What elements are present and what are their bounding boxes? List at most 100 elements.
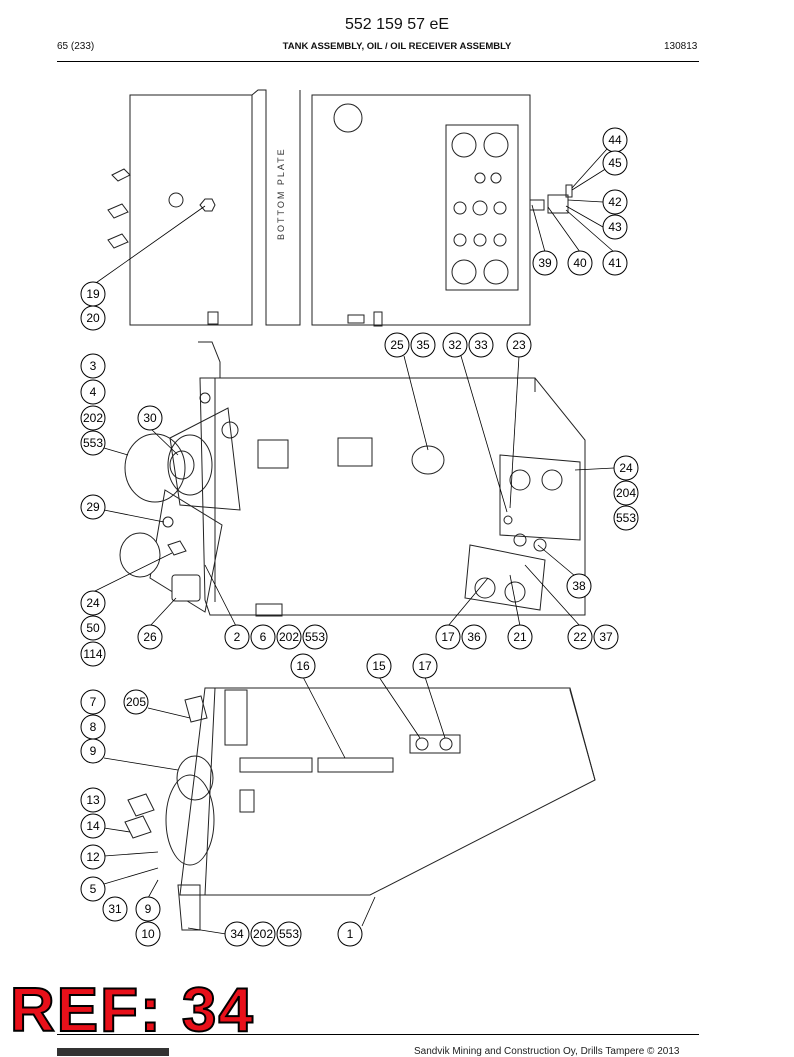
document-number: 552 159 57 eE [344,16,450,33]
svg-text:5: 5 [90,882,97,896]
callout: 17 [435,624,461,650]
svg-text:1: 1 [347,927,354,941]
date-code: 130813 [664,41,698,52]
callout: 30 [137,405,163,431]
callout: 12 [80,844,106,870]
svg-text:33: 33 [474,338,488,352]
svg-text:21: 21 [513,630,527,644]
callout: 37 [593,624,619,650]
svg-text:45: 45 [608,156,622,170]
svg-text:36: 36 [467,630,481,644]
svg-text:23: 23 [512,338,526,352]
oil-receiver-view [124,687,596,931]
svg-text:38: 38 [572,579,586,593]
svg-text:24: 24 [86,596,100,610]
page-number: 65 (233) [57,41,95,52]
callout: 42 [602,189,628,215]
callout: 2 [224,624,250,650]
callout: 205 [123,689,149,715]
callout: 24 [613,455,639,481]
callout: 23 [506,332,532,358]
svg-text:7: 7 [90,695,97,709]
svg-text:6: 6 [260,630,267,644]
svg-text:31: 31 [108,902,122,916]
svg-text:22: 22 [573,630,587,644]
callout: 39 [532,250,558,276]
callout: 40 [567,250,593,276]
page-title: TANK ASSEMBLY, OIL / OIL RECEIVER ASSEMB… [282,41,512,52]
callout: 8 [80,714,106,740]
svg-text:16: 16 [296,659,310,673]
svg-text:553: 553 [83,436,103,450]
callout: 9 [80,738,106,764]
svg-text:9: 9 [145,902,152,916]
callout: 33 [468,332,494,358]
callout: 3 [80,353,106,379]
svg-text:9: 9 [90,744,97,758]
svg-text:35: 35 [416,338,430,352]
callout: 25 [384,332,410,358]
ref-stamp: REF: 34 [9,976,255,1045]
svg-text:41: 41 [608,256,622,270]
callout: 44 [602,127,628,153]
svg-text:202: 202 [253,927,273,941]
callout: 553 [276,921,302,947]
callout: 10 [135,921,161,947]
svg-text:29: 29 [86,500,100,514]
svg-text:40: 40 [573,256,587,270]
svg-text:204: 204 [616,486,636,500]
svg-text:34: 34 [230,927,244,941]
callout: 553 [613,505,639,531]
callout: 16 [290,653,316,679]
bottom-plate-view: BOTTOM PLATE [107,89,573,327]
callout: 38 [566,573,592,599]
callout: 17 [412,653,438,679]
svg-text:39: 39 [538,256,552,270]
svg-text:553: 553 [616,511,636,525]
callout: 31 [102,896,128,922]
callout: 9 [135,896,161,922]
svg-text:42: 42 [608,195,622,209]
callout: 20 [80,305,106,331]
callout: 19 [80,281,106,307]
svg-text:37: 37 [599,630,613,644]
svg-text:50: 50 [86,621,100,635]
svg-text:205: 205 [126,695,146,709]
svg-text:12: 12 [86,850,100,864]
callout: 26 [137,624,163,650]
callout: 21 [507,624,533,650]
svg-text:8: 8 [90,720,97,734]
svg-text:202: 202 [279,630,299,644]
svg-text:202: 202 [83,411,103,425]
callout: 4 [80,379,106,405]
callout: 202 [80,405,106,431]
svg-text:4: 4 [90,385,97,399]
callout: 45 [602,150,628,176]
callout: 34 [224,921,250,947]
callout: 15 [366,653,392,679]
svg-text:114: 114 [83,647,102,661]
bottom-plate-label: BOTTOM PLATE [276,147,286,240]
callout: 22 [567,624,593,650]
svg-text:553: 553 [305,630,325,644]
svg-text:10: 10 [141,927,155,941]
callout: 29 [80,494,106,520]
callout: 50 [80,615,106,641]
svg-text:19: 19 [86,287,100,301]
svg-text:25: 25 [390,338,404,352]
header-rule [57,61,699,62]
callout: 553 [80,430,106,456]
callout: 114 [80,641,106,667]
callout: 204 [613,480,639,506]
callout: 43 [602,214,628,240]
callout: 202 [250,921,276,947]
callout: 202 [276,624,302,650]
footer-copyright: Sandvik Mining and Construction Oy, Dril… [414,1046,680,1057]
callout: 13 [80,787,106,813]
callout: 35 [410,332,436,358]
callout: 553 [302,624,328,650]
oil-tank-view [119,341,586,617]
svg-text:553: 553 [279,927,299,941]
logo [57,1048,169,1056]
